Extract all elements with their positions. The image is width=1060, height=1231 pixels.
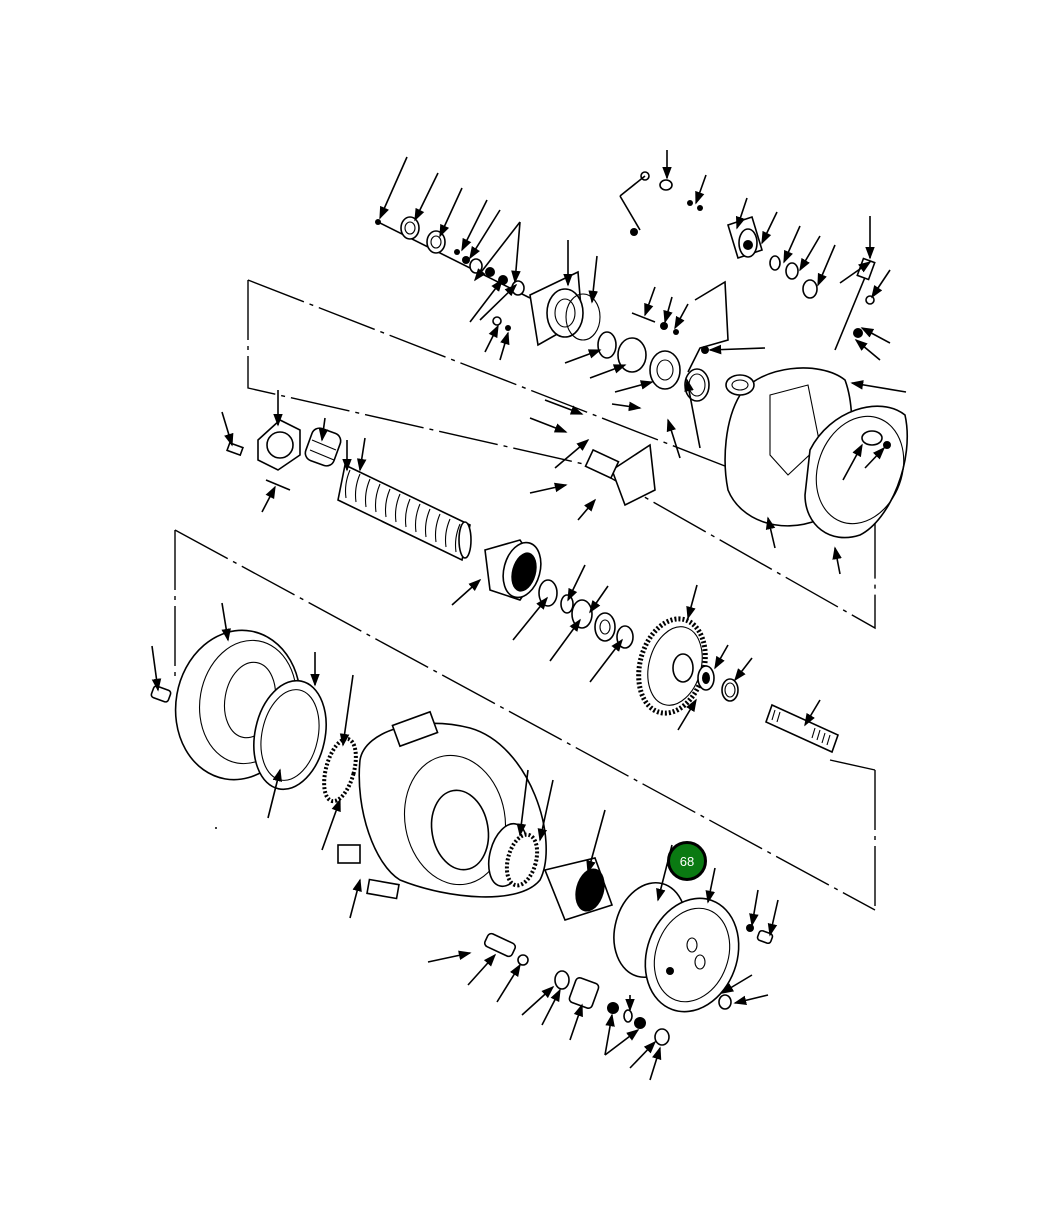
upper-pinion-assembly	[375, 216, 729, 402]
differential-housing	[584, 367, 909, 539]
pinion-flange-left	[226, 419, 342, 491]
phantom-outline-lower	[174, 529, 876, 911]
leader-arrows	[151, 150, 907, 1081]
lower-small-parts	[483, 932, 670, 1046]
breather-assembly	[619, 171, 876, 351]
clutch-spring-pack	[337, 463, 472, 562]
ring-gear-assembly	[636, 616, 839, 754]
callout-badge[interactable]: 68	[667, 841, 707, 881]
callout-label: 68	[679, 853, 695, 869]
wheel-hub-assembly	[150, 629, 358, 804]
spline-hub	[484, 539, 634, 649]
planetary-carrier-housing	[337, 710, 547, 900]
